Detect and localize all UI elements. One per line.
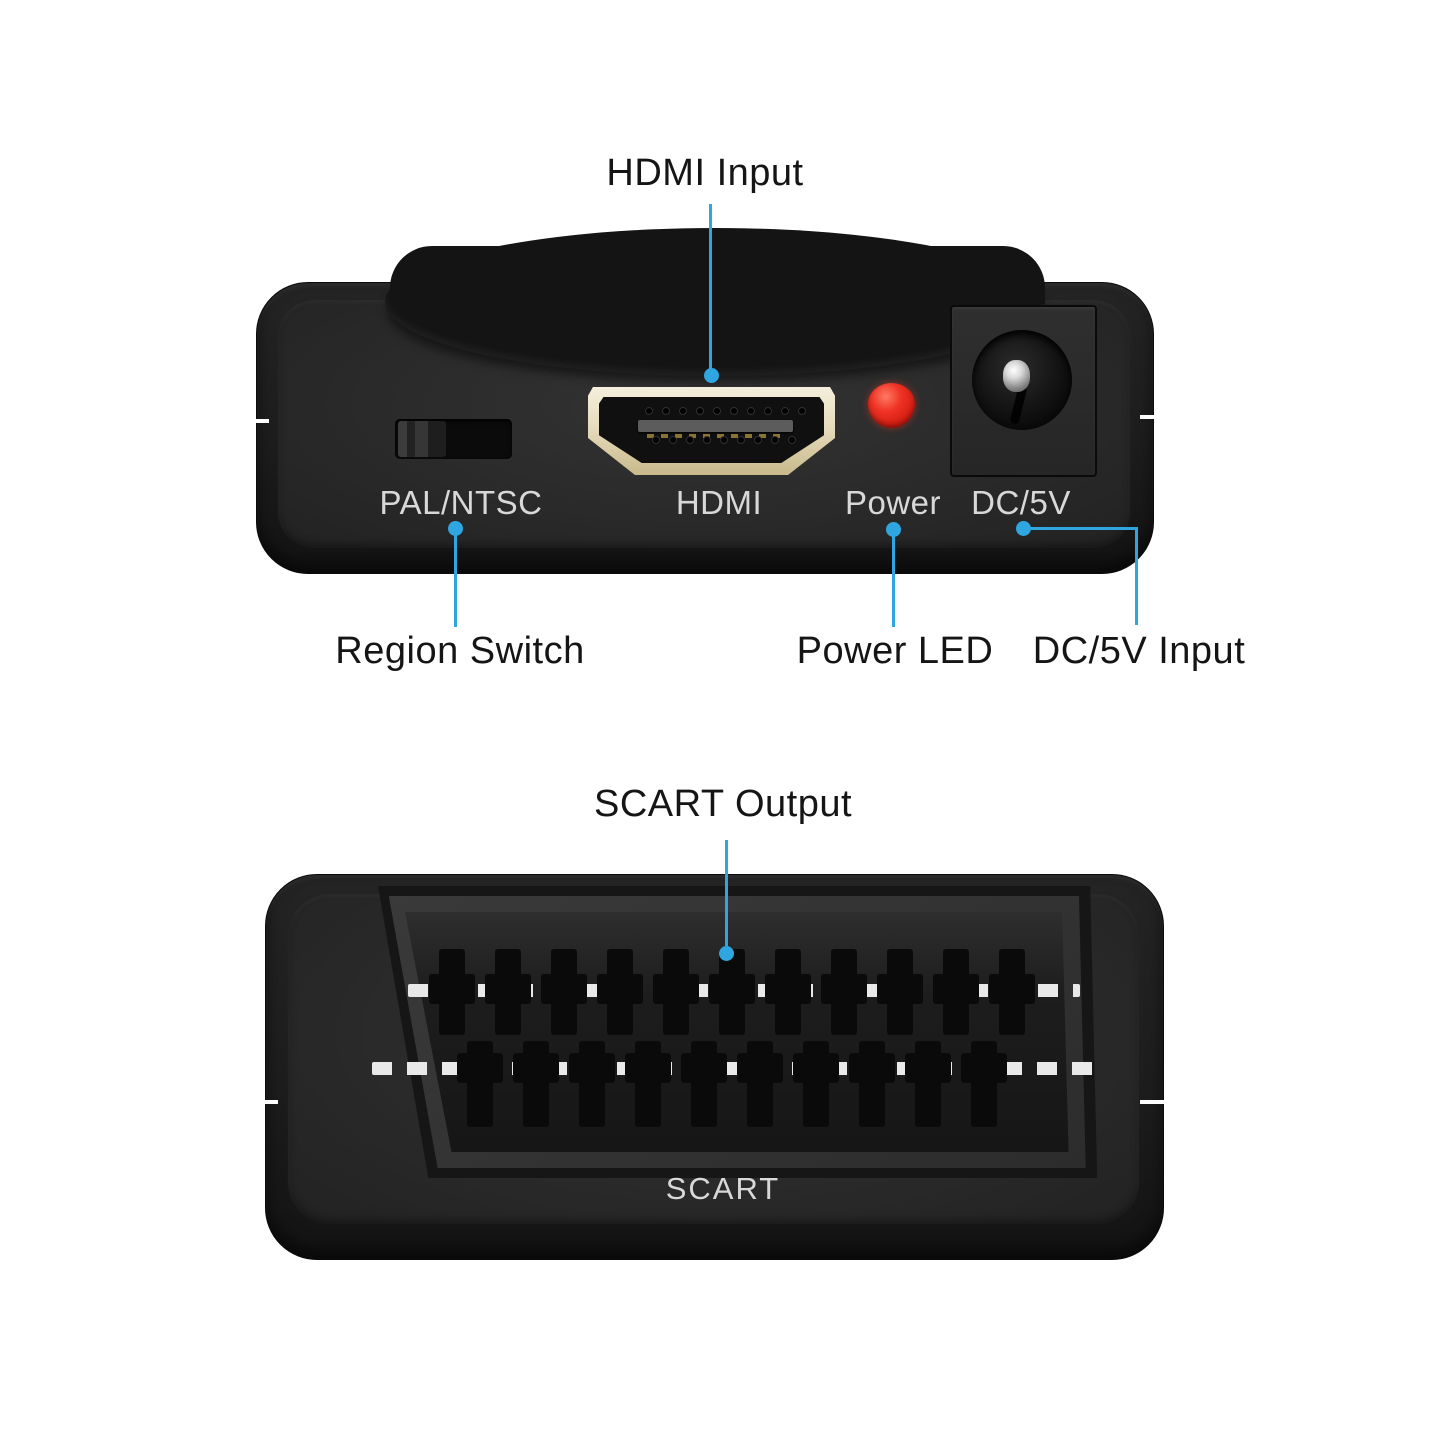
scart-pin [989, 949, 1035, 1035]
hdmi-input-callout-dot [704, 368, 719, 383]
hdmi-pin-hole [652, 436, 660, 444]
panel-label-hdmi: HDMI [675, 484, 763, 521]
scart-output-callout-dot [719, 946, 734, 961]
hdmi-pin-hole [764, 407, 772, 415]
scart-output-callout-line [725, 840, 728, 946]
hdmi-pin-hole [713, 407, 721, 415]
scart-pin [849, 1041, 895, 1127]
hdmi-pin-hole [730, 407, 738, 415]
dc-input-callout-line-v [1135, 527, 1138, 625]
seam-notch-right [1140, 415, 1165, 419]
scart-pin [653, 949, 699, 1035]
dc-input-callout-label: DC/5V Input [1032, 630, 1246, 672]
region-switch-callout-line [454, 531, 457, 627]
panel-label-dc5v: DC/5V [971, 484, 1071, 521]
scart-pin [513, 1041, 559, 1127]
hdmi-gold-contacts [647, 434, 787, 438]
panel-label-scart: SCART [665, 1171, 781, 1206]
panel-label-pal-ntsc: PAL/NTSC [379, 484, 543, 521]
hdmi-port-cavity [599, 397, 824, 463]
scart-pin [709, 949, 755, 1035]
hdmi-pin-hole [788, 436, 796, 444]
hdmi-pin-hole [781, 407, 789, 415]
scart-pin [457, 1041, 503, 1127]
region-switch-callout-dot [448, 521, 463, 536]
hdmi-pin-hole [754, 436, 762, 444]
hdmi-pin-hole [737, 436, 745, 444]
panel-label-power: Power [844, 484, 942, 521]
scart-pin [765, 949, 811, 1035]
dc-input-callout-line-h [1027, 527, 1138, 530]
scart-pin [933, 949, 979, 1035]
hdmi-port-tongue [638, 420, 793, 432]
hdmi-pin-hole [771, 436, 779, 444]
dc-jack-pin [1003, 360, 1030, 392]
scart-output-callout-label: SCART Output [593, 783, 853, 825]
hdmi-pin-hole [696, 407, 704, 415]
dc-input-callout-dot [1016, 521, 1031, 536]
power-led-callout-dot [886, 522, 901, 537]
region-switch-callout-label: Region Switch [335, 630, 585, 672]
scart-pin [485, 949, 531, 1035]
scart-pin [569, 1041, 615, 1127]
scart-pin [597, 949, 643, 1035]
scart-pin [625, 1041, 671, 1127]
scart-pin [877, 949, 923, 1035]
hdmi-port [588, 387, 835, 475]
seam-notch-left [244, 419, 269, 423]
power-led [868, 383, 915, 428]
case-top-hump-cap [390, 246, 1045, 304]
scart-pin [429, 949, 475, 1035]
hdmi-pin-holes-row-bottom [652, 436, 796, 444]
dc-jack-hole [972, 330, 1072, 430]
dc-jack-panel [950, 305, 1097, 477]
scart-pin [905, 1041, 951, 1127]
hdmi-pin-hole [747, 407, 755, 415]
scart-pin [541, 949, 587, 1035]
seam-notch-bottom-right [1140, 1100, 1166, 1104]
hdmi-pin-hole [662, 407, 670, 415]
scart-pin [821, 949, 867, 1035]
hdmi-pin-hole [703, 436, 711, 444]
power-led-callout-line [892, 532, 895, 627]
scart-pin [793, 1041, 839, 1127]
scart-pin [681, 1041, 727, 1127]
hdmi-pin-hole [686, 436, 694, 444]
power-led-callout-label: Power LED [796, 630, 994, 672]
seam-notch-bottom-left [252, 1100, 278, 1104]
hdmi-pin-holes-row-top [645, 407, 806, 415]
hdmi-input-callout-line [709, 204, 712, 372]
scart-pin [961, 1041, 1007, 1127]
hdmi-pin-hole [720, 436, 728, 444]
hdmi-pin-hole [669, 436, 677, 444]
region-switch-knob [398, 421, 446, 457]
hdmi-pin-hole [798, 407, 806, 415]
region-switch [395, 419, 512, 459]
scart-pin [737, 1041, 783, 1127]
hdmi-pin-hole [645, 407, 653, 415]
hdmi-pin-hole [679, 407, 687, 415]
hdmi-input-callout-label: HDMI Input [606, 152, 804, 194]
